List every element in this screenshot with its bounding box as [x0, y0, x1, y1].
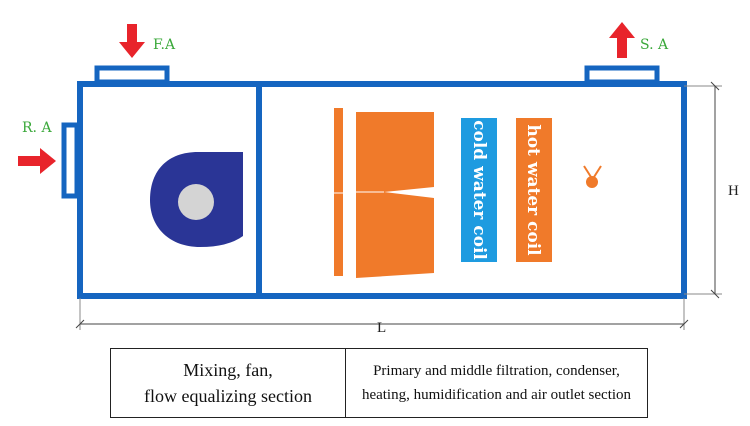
legend-row: Mixing, fan, flow equalizing section Pri… [110, 348, 648, 418]
humidifier-nozzle-icon [583, 165, 602, 188]
unit-casing [77, 81, 687, 299]
supply-air-label: S. A [640, 37, 669, 53]
fresh-air-collar [94, 65, 170, 85]
legend-section-2-line-2: heating, humidification and air outlet s… [361, 387, 632, 403]
length-label: L [377, 320, 386, 336]
legend-section-1-line-1: Mixing, fan, [183, 360, 273, 380]
height-label: H [728, 183, 739, 199]
fan-hub [178, 184, 214, 220]
supply-air-collar [584, 65, 660, 85]
hot-water-coil: hot water coil [516, 118, 552, 262]
fresh-air-arrow [119, 24, 145, 58]
return-air-label: R. A [22, 120, 52, 136]
length-dimension: L [75, 298, 689, 336]
fresh-air-label: F.A [153, 37, 176, 53]
legend-section-1-line-2: flow equalizing section [144, 386, 312, 406]
cold-water-coil-label: cold water coil [469, 120, 489, 260]
legend-section-2-line-1: Primary and middle filtration, condenser… [373, 363, 620, 379]
primary-filter [334, 108, 343, 276]
return-air-arrow [18, 148, 56, 174]
return-air-collar [61, 122, 80, 199]
legend-section-1: Mixing, fan, flow equalizing section [110, 348, 346, 418]
legend-section-2: Primary and middle filtration, condenser… [345, 348, 648, 418]
section-legend-table: Mixing, fan, flow equalizing section Pri… [110, 348, 648, 418]
middle-filter [356, 112, 434, 278]
hot-water-coil-label: hot water coil [523, 124, 543, 256]
height-dimension: H [684, 81, 739, 299]
supply-air-arrow [609, 22, 635, 58]
fan-icon [150, 152, 243, 247]
cold-water-coil: cold water coil [461, 118, 497, 262]
